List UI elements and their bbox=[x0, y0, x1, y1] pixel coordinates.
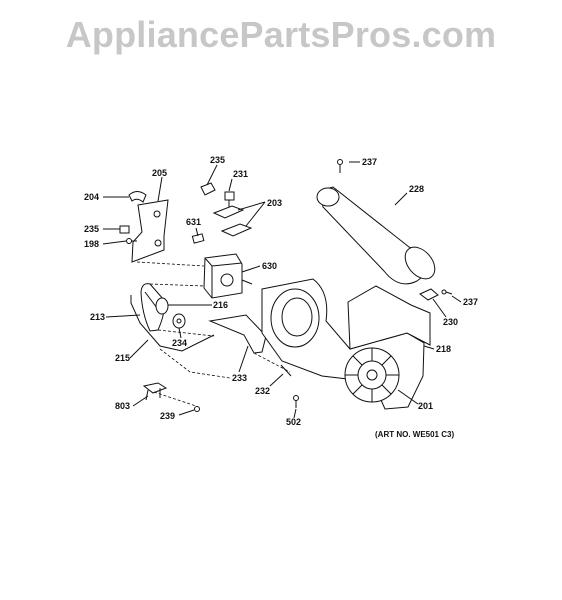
clip-part-204[interactable] bbox=[128, 191, 147, 203]
callout-502: 502 bbox=[286, 417, 301, 427]
callout-237-top: 237 bbox=[362, 157, 377, 167]
bracket-part-205[interactable] bbox=[131, 199, 169, 263]
screw-part-237-top[interactable] bbox=[337, 159, 343, 174]
duct-part-228[interactable] bbox=[316, 186, 441, 285]
idler-part-234[interactable] bbox=[172, 313, 186, 329]
callout-213: 213 bbox=[90, 312, 105, 322]
screw-part-232[interactable] bbox=[280, 364, 292, 377]
callout-234: 234 bbox=[172, 338, 187, 348]
rod-part-215[interactable] bbox=[130, 295, 215, 352]
pulley-part-216[interactable] bbox=[155, 297, 169, 315]
callout-232: 232 bbox=[255, 386, 270, 396]
motor-part-630[interactable] bbox=[203, 253, 253, 299]
callout-237-right: 237 bbox=[463, 297, 478, 307]
assembly-dashed-lines bbox=[136, 261, 291, 407]
callout-201: 201 bbox=[418, 401, 433, 411]
callout-218: 218 bbox=[436, 344, 451, 354]
screw-part-198[interactable] bbox=[126, 238, 138, 244]
callout-235-left: 235 bbox=[84, 224, 99, 234]
blower-wheel-part-201[interactable] bbox=[344, 347, 400, 403]
housing-part-218[interactable] bbox=[261, 278, 431, 410]
callout-204: 204 bbox=[84, 192, 99, 202]
screw-part-502[interactable] bbox=[293, 395, 299, 409]
callout-803: 803 bbox=[115, 401, 130, 411]
screw-part-239[interactable] bbox=[194, 406, 200, 412]
thermostat-part-230[interactable] bbox=[419, 288, 439, 301]
screw-part-235-left[interactable] bbox=[119, 225, 130, 234]
leader-lines bbox=[102, 161, 462, 419]
bracket-part-203[interactable] bbox=[212, 205, 253, 237]
callout-198: 198 bbox=[84, 239, 99, 249]
callout-230: 230 bbox=[443, 317, 458, 327]
callout-205: 205 bbox=[152, 168, 167, 178]
callout-labels: 237 228 235 231 205 203 204 631 235 198 … bbox=[84, 155, 478, 427]
callout-231: 231 bbox=[233, 169, 248, 179]
callout-239: 239 bbox=[160, 411, 175, 421]
callout-203: 203 bbox=[267, 198, 282, 208]
callout-228: 228 bbox=[409, 184, 424, 194]
callout-216: 216 bbox=[213, 300, 228, 310]
callout-631: 631 bbox=[186, 217, 201, 227]
art-number: (ART NO. WE501 C3) bbox=[375, 430, 454, 439]
callout-235-top: 235 bbox=[210, 155, 225, 165]
screw-part-235-top[interactable] bbox=[200, 182, 216, 196]
base-part-233[interactable] bbox=[208, 314, 267, 354]
screw-part-231[interactable] bbox=[224, 191, 235, 207]
callout-630: 630 bbox=[262, 261, 277, 271]
clip-part-631[interactable] bbox=[191, 233, 205, 244]
watermark-text: AppliancePartsPros.com bbox=[65, 14, 497, 55]
callout-233: 233 bbox=[232, 373, 247, 383]
switch-part-803[interactable] bbox=[142, 382, 168, 401]
callout-215: 215 bbox=[115, 353, 130, 363]
screw-part-237-right[interactable] bbox=[441, 289, 453, 295]
